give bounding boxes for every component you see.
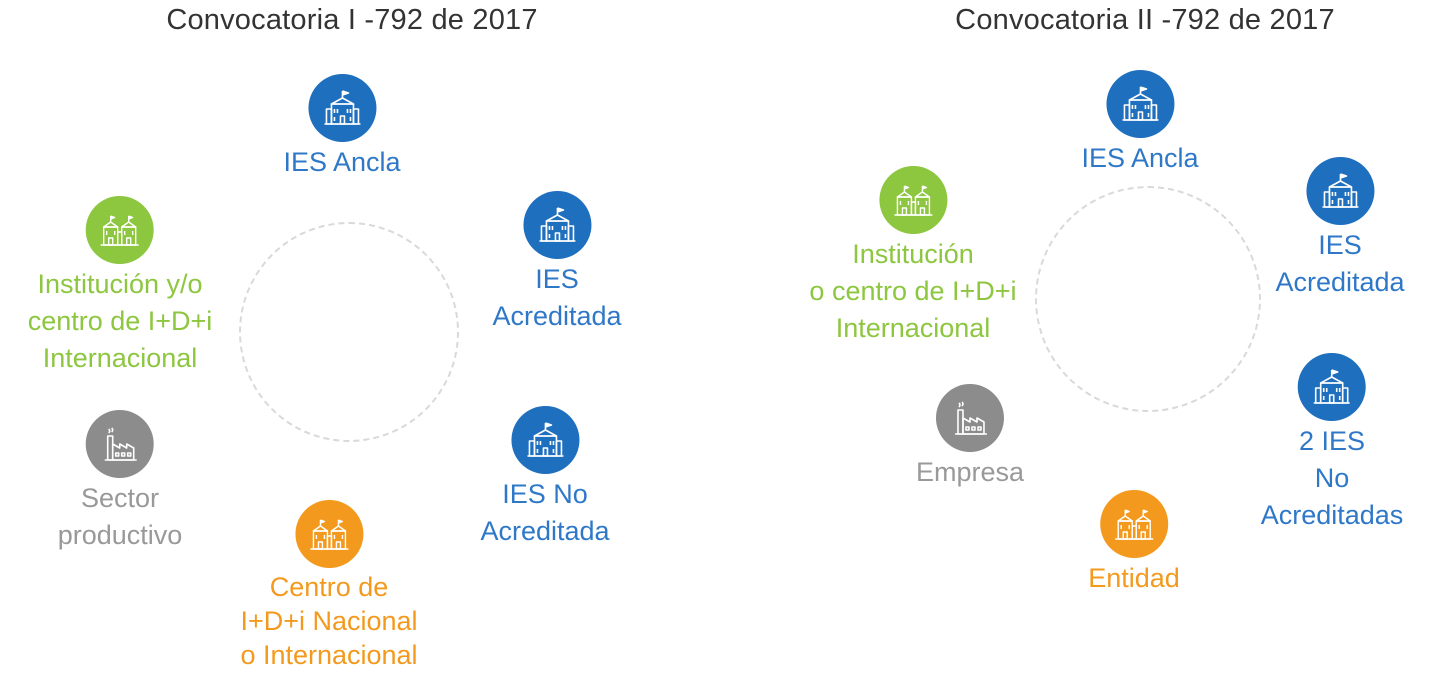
- node-ies-ancla: IES Ancla: [283, 74, 401, 181]
- university-icon: [307, 74, 376, 142]
- node-sector-productivo: Sector productivo: [57, 410, 183, 554]
- campus-icon: [86, 196, 154, 264]
- node-ies-no-acreditada: IES No Acreditada: [480, 406, 610, 550]
- node-label: IES Acreditada: [1275, 230, 1405, 297]
- panel-title: Convocatoria I -792 de 2017: [166, 4, 538, 36]
- node-label: IES Acreditada: [492, 264, 622, 331]
- panel-convocatoria-1: Convocatoria I -792 de 2017 IES Ancla IE…: [27, 4, 622, 672]
- node-label: 2 IES No Acreditadas: [1260, 426, 1404, 530]
- node-ies-acreditada: IES Acreditada: [1275, 157, 1405, 301]
- node-label: Institución y/o centro de I+D+i Internac…: [27, 269, 213, 373]
- university-icon: [1297, 353, 1366, 421]
- node-centro-idi: Centro de I+D+i Nacional o Internacional: [240, 500, 418, 672]
- campus-icon: [295, 500, 363, 568]
- panel-convocatoria-2: Convocatoria II -792 de 2017 IES Ancla I…: [717, 0, 1434, 679]
- node-institucion-internacional: Institución o centro de I+D+i Internacio…: [809, 166, 1017, 347]
- node-label: IES Ancla: [1081, 143, 1199, 173]
- node-ies-ancla: IES Ancla: [1081, 70, 1199, 177]
- node-label: Sector productivo: [57, 483, 183, 550]
- node-ies-acreditada: IES Acreditada: [492, 191, 622, 335]
- node-label: Centro de I+D+i Nacional o Internacional: [240, 572, 418, 670]
- campus-icon: [1099, 490, 1168, 558]
- university-icon: [1306, 157, 1374, 225]
- node-entidad: Entidad: [1088, 490, 1180, 597]
- node-label: Entidad: [1088, 563, 1180, 593]
- university-icon: [511, 406, 579, 474]
- campus-icon: [878, 166, 947, 234]
- node-institucion-internacional: Institución y/o centro de I+D+i Internac…: [27, 196, 213, 377]
- node-label: Institución o centro de I+D+i Internacio…: [809, 239, 1017, 343]
- dashed-ring: [1035, 186, 1261, 412]
- node-2-ies-no-acreditadas: 2 IES No Acreditadas: [1260, 353, 1404, 534]
- dashed-ring: [239, 222, 459, 442]
- node-label: IES No Acreditada: [480, 479, 610, 546]
- node-label: IES Ancla: [283, 147, 401, 177]
- panel-title: Convocatoria II -792 de 2017: [955, 4, 1335, 36]
- university-icon: [1105, 70, 1174, 138]
- node-empresa: Empresa: [916, 384, 1024, 491]
- factory-icon: [935, 384, 1004, 452]
- factory-icon: [85, 410, 154, 478]
- university-icon: [523, 191, 591, 259]
- node-label: Empresa: [915, 457, 1025, 487]
